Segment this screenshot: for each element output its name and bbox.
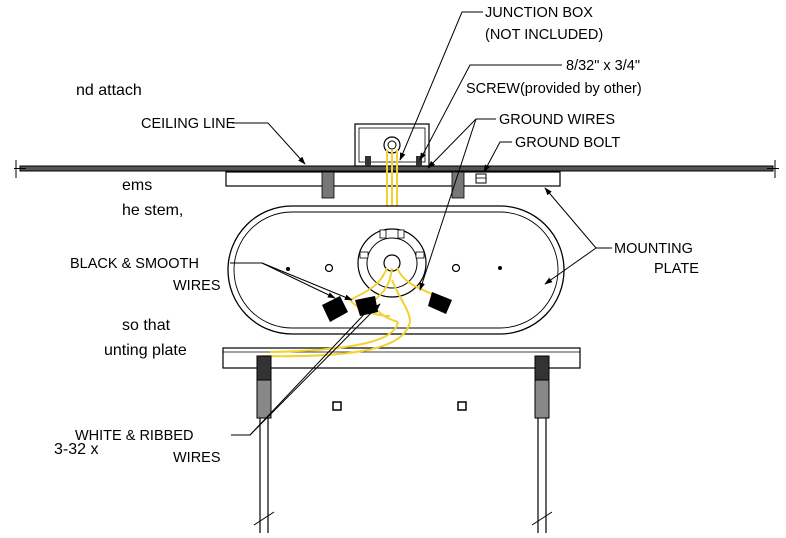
junction-box-callout: JUNCTION BOX (NOT INCLUDED): [399, 5, 603, 161]
ground-bolt-label: GROUND BOLT: [515, 135, 620, 151]
wire-bundle-vertical: [386, 150, 398, 208]
black-smooth-callout: BLACK & SMOOTH WIRES: [70, 256, 353, 301]
screw-label-2: SCREW(provided by other): [466, 81, 642, 97]
ground-wires-callout: GROUND WIRES: [419, 112, 615, 291]
instruction-fragment-3: he stem,: [122, 202, 183, 219]
white-ribbed-label-1: WHITE & RIBBED: [75, 428, 193, 444]
junction-box-label-1: JUNCTION BOX: [485, 5, 593, 21]
ground-bolt-callout: GROUND BOLT: [483, 135, 620, 173]
instruction-fragment-5: unting plate: [104, 342, 187, 359]
instruction-fragment-2: ems: [122, 177, 152, 194]
white-ribbed-label-2: WIRES: [173, 450, 221, 466]
instruction-fragment-6: 3-32 x: [54, 441, 98, 458]
white-ribbed-callout: WHITE & RIBBED WIRES: [75, 303, 381, 466]
ceiling-line-label: CEILING LINE: [141, 116, 236, 132]
mounting-plate-label-2: PLATE: [654, 261, 699, 277]
instruction-fragment-1: nd attach: [76, 82, 142, 99]
black-smooth-label-1: BLACK & SMOOTH: [70, 256, 199, 272]
black-smooth-label-2: WIRES: [173, 278, 221, 294]
ground-wires-label: GROUND WIRES: [499, 112, 615, 128]
canopy-oval: [227, 205, 565, 335]
junction-box-label-2: (NOT INCLUDED): [485, 27, 603, 43]
clip-left: [332, 401, 342, 411]
mounting-plate-label-1: MOUNTING: [614, 241, 693, 257]
screw-label-1: 8/32" x 3/4": [566, 58, 640, 74]
stem-left: [253, 355, 275, 533]
ceiling-line-callout: CEILING LINE: [141, 116, 306, 165]
fixture-bar: [222, 321, 581, 369]
mounting-plate-callout: MOUNTING PLATE: [544, 187, 699, 285]
screw-callout: 8/32" x 3/4" SCREW(provided by other): [419, 58, 642, 161]
stem-right: [531, 355, 553, 533]
clip-right: [457, 401, 467, 411]
instruction-fragment-4: so that: [122, 317, 171, 334]
